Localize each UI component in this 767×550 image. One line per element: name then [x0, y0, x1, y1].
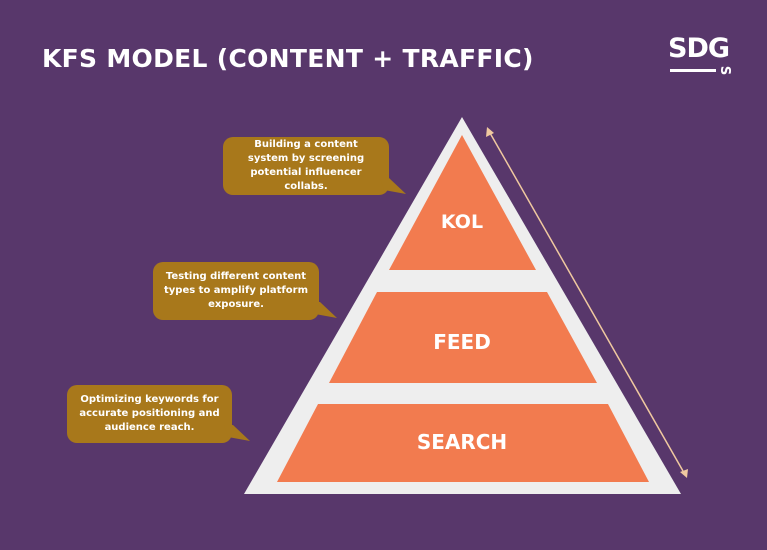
layer-label-feed: FEED: [433, 330, 491, 354]
callout-kol: Building a content system by screening p…: [223, 137, 389, 195]
callout-feed-tail: [311, 302, 337, 318]
callout-search-text: Optimizing keywords for accurate positio…: [79, 394, 220, 433]
page-title: KFS MODEL (CONTENT + TRAFFIC): [42, 44, 534, 73]
callout-kol-tail: [380, 178, 406, 194]
layer-label-search: SEARCH: [417, 430, 507, 454]
logo-underline: [670, 69, 716, 72]
traffic-arrow: [486, 127, 688, 478]
pyramid-layer-search: [277, 404, 649, 482]
pyramid-layer-feed: [329, 292, 597, 383]
layer-label-kol: KOL: [441, 211, 483, 233]
callout-search-tail: [224, 425, 250, 441]
callout-search: Optimizing keywords for accurate positio…: [67, 385, 232, 443]
callout-feed-text: Testing different content types to ampli…: [163, 271, 309, 310]
pyramid-layer-kol: [389, 135, 536, 270]
callout-feed: Testing different content types to ampli…: [153, 262, 319, 320]
callout-kol-text: Building a content system by screening p…: [247, 139, 365, 192]
sdg-logo: SDG S: [668, 34, 736, 78]
logo-text: SDG: [668, 33, 730, 64]
